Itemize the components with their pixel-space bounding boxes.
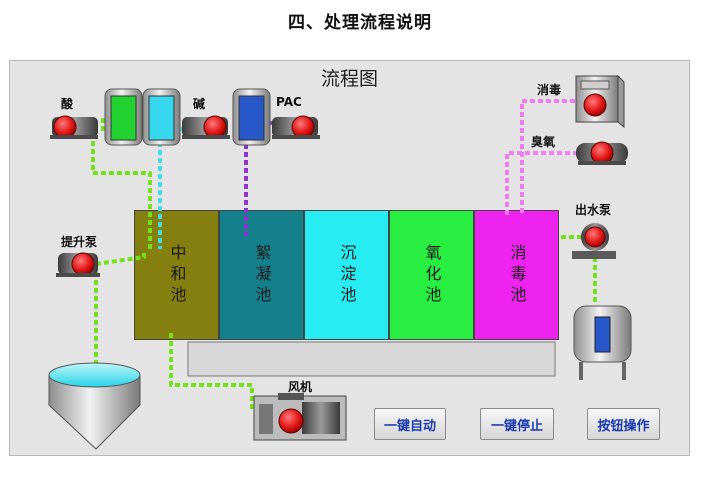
- lift-pump-label: 提升泵: [61, 235, 98, 249]
- disinfectant-pipe: [520, 99, 575, 215]
- disinfect-label: 消毒: [537, 83, 562, 97]
- stop-all-button[interactable]: 一键停止: [480, 408, 554, 440]
- blower-label: 风机: [288, 380, 313, 394]
- sedimentation-tank[interactable]: 沉淀池: [304, 210, 389, 340]
- lift-pump-icon[interactable]: [56, 252, 100, 277]
- clean-water-tank: [573, 305, 632, 380]
- lift-pump-pipe: [95, 253, 146, 266]
- manual-operation-button[interactable]: 按钮操作: [587, 408, 660, 440]
- panel-title: 流程图: [320, 68, 378, 90]
- acid-dosing-pipe: [91, 141, 152, 249]
- disinfection-tank[interactable]: 消毒池: [474, 210, 559, 340]
- sludge-channel: [187, 341, 556, 377]
- ozone-pipe: [505, 151, 578, 215]
- acid-pump-icon[interactable]: [50, 115, 98, 139]
- flocculation-tank[interactable]: 絮凝池: [219, 210, 304, 340]
- alkali-tank: [142, 88, 181, 146]
- alkali-pump-icon[interactable]: [182, 115, 230, 139]
- flocculation-tank-label: 絮凝池: [252, 243, 272, 307]
- oxidation-tank[interactable]: 氧化池: [389, 210, 474, 340]
- blower-air-pipe: [169, 333, 254, 411]
- outlet-pump-label: 出水泵: [575, 203, 612, 217]
- pac-tank: [232, 88, 271, 146]
- page-heading: 四、处理流程说明: [288, 13, 432, 33]
- raw-water-tank: [48, 362, 141, 450]
- acid-label: 酸: [61, 97, 74, 111]
- oxidation-tank-label: 氧化池: [422, 243, 442, 307]
- ozone-label: 臭氧: [531, 135, 556, 149]
- disinfection-tank-label: 消毒池: [507, 243, 527, 307]
- blower-icon[interactable]: [253, 393, 347, 441]
- pac-label: PAC: [276, 95, 302, 109]
- alkali-label: 碱: [193, 97, 206, 111]
- acid-tank: [104, 88, 143, 146]
- equipment-graphics: [48, 74, 632, 450]
- ozone-generator-icon[interactable]: [576, 141, 628, 165]
- neutralization-tank-label: 中和池: [167, 243, 187, 307]
- flow-diagram-panel: 流程图 中和池 絮凝池 沉淀池 氧化池 消毒池: [9, 60, 690, 456]
- outlet-pump-icon[interactable]: [572, 223, 616, 259]
- auto-run-button[interactable]: 一键自动: [374, 408, 446, 440]
- pac-pump-icon[interactable]: [272, 115, 320, 139]
- sedimentation-tank-label: 沉淀池: [337, 243, 357, 307]
- disinfectant-generator-icon[interactable]: [575, 74, 625, 129]
